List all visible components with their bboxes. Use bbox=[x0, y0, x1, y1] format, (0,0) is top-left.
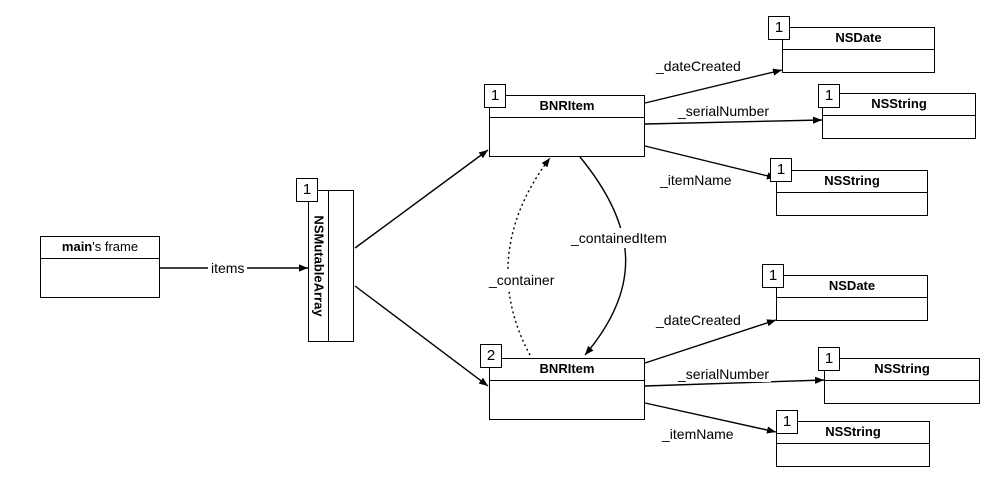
item1-name-title: NSString bbox=[777, 171, 927, 193]
mutable-array-title: NSMutableArray bbox=[311, 215, 326, 317]
item2-name-arrow bbox=[644, 402, 777, 434]
item1-name-label: _itemName bbox=[660, 172, 732, 188]
mutable-array-header: NSMutableArray bbox=[309, 191, 329, 341]
item1-date-arrow bbox=[644, 68, 783, 104]
item1-name-arrow bbox=[644, 145, 777, 180]
item1-nsdate-title: NSDate bbox=[783, 28, 934, 50]
item2-date-arrow bbox=[644, 319, 777, 364]
item2-name-label: _itemName bbox=[662, 426, 734, 442]
bnritem-1-box: BNRItem bbox=[489, 95, 645, 157]
item2-name-box: NSString bbox=[776, 421, 930, 467]
item1-serial-arrow bbox=[644, 116, 823, 125]
item1-name-count: 1 bbox=[770, 158, 792, 182]
bnritem-2-title: BNRItem bbox=[490, 359, 644, 381]
item2-serial-arrow bbox=[644, 376, 825, 387]
bnritem-2-count: 2 bbox=[480, 344, 502, 368]
main-frame-title: main's frame bbox=[41, 237, 159, 259]
main-frame-title-bold: main bbox=[61, 239, 93, 254]
bnritem-1-title: BNRItem bbox=[490, 96, 644, 118]
array-to-item2-arrow bbox=[354, 285, 489, 387]
item1-name-box: NSString bbox=[776, 170, 928, 216]
item2-serial-title: NSString bbox=[825, 359, 979, 381]
item1-serial-count: 1 bbox=[818, 84, 840, 108]
container-arrow bbox=[507, 157, 551, 356]
container-label: _container bbox=[488, 270, 556, 290]
item1-serial-box: NSString bbox=[822, 93, 976, 139]
mutable-array-box: NSMutableArray bbox=[308, 190, 354, 342]
contained-item-label: _containedItem bbox=[570, 228, 668, 248]
item2-serial-count: 1 bbox=[818, 347, 840, 371]
item2-nsdate-box: NSDate bbox=[776, 275, 928, 321]
item2-name-title: NSString bbox=[777, 422, 929, 444]
item1-nsdate-count: 1 bbox=[768, 16, 790, 40]
contained-item-arrow bbox=[579, 156, 627, 356]
bnritem-1-count: 1 bbox=[484, 84, 506, 108]
item1-date-label: _dateCreated bbox=[656, 58, 741, 74]
item2-serial-label: _serialNumber bbox=[676, 366, 772, 382]
item2-date-label: _dateCreated bbox=[656, 312, 741, 328]
array-to-item1-arrow bbox=[354, 149, 489, 249]
item1-nsdate-box: NSDate bbox=[782, 27, 935, 73]
item2-name-count: 1 bbox=[776, 410, 798, 434]
main-frame-title-rest: 's frame bbox=[92, 239, 139, 254]
item2-nsdate-count: 1 bbox=[762, 264, 784, 288]
bnritem-2-box: BNRItem bbox=[489, 358, 645, 420]
item1-serial-label: _serialNumber bbox=[676, 103, 772, 119]
items-label: items bbox=[208, 260, 248, 276]
item2-nsdate-title: NSDate bbox=[777, 276, 927, 298]
main-frame-box: main's frame bbox=[40, 236, 160, 298]
mutable-array-count: 1 bbox=[296, 178, 318, 202]
item1-serial-title: NSString bbox=[823, 94, 975, 116]
item2-serial-box: NSString bbox=[824, 358, 980, 404]
